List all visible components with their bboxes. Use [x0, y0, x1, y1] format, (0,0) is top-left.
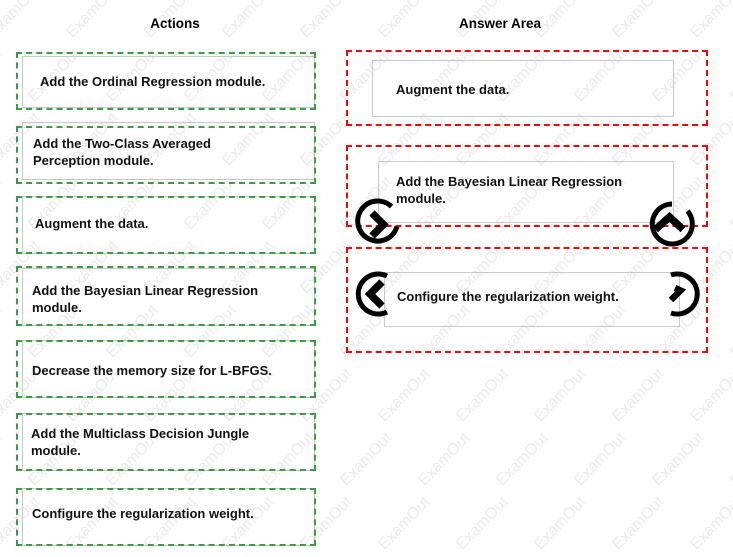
- watermark-text: ExamOut: [337, 429, 396, 490]
- watermark-text: ExamOut: [0, 173, 6, 234]
- watermark-text: ExamOut: [415, 429, 474, 490]
- watermark-text: ExamOut: [297, 0, 356, 42]
- watermark-text: ExamOut: [609, 493, 668, 554]
- watermark-text: ExamOut: [687, 493, 733, 554]
- watermark-text: ExamOut: [727, 429, 733, 490]
- action-tile-label: Augment the data.: [35, 216, 149, 231]
- action-tile-selection-outline[interactable]: [16, 340, 316, 398]
- answer-area-column-header: Answer Area: [458, 16, 542, 31]
- watermark-text: ExamOut: [375, 365, 434, 426]
- action-tile-label: Add the Bayesian Linear Regression modul…: [32, 283, 259, 315]
- watermark-text: ExamOut: [727, 173, 733, 234]
- action-tile-label: Add the Ordinal Regression module.: [40, 74, 266, 89]
- watermark-text: ExamOut: [687, 0, 733, 42]
- watermark-text: ExamOut: [0, 429, 6, 490]
- watermark-text: ExamOut: [609, 0, 668, 42]
- answer-tile-box[interactable]: [378, 161, 674, 223]
- action-tile-label: Configure the regularization weight.: [32, 506, 254, 521]
- chevron-small-circle-icon: [657, 266, 709, 322]
- answer-tile-label: Augment the data.: [396, 82, 510, 97]
- watermark-text: ExamOut: [453, 365, 512, 426]
- watermark-text: ExamOut: [531, 493, 590, 554]
- action-tile-label: Decrease the memory size for L-BFGS.: [32, 363, 272, 378]
- watermark-text: ExamOut: [0, 301, 6, 362]
- watermark-text: ExamOut: [571, 429, 630, 490]
- watermark-text: ExamOut: [531, 365, 590, 426]
- watermark-text: ExamOut: [727, 301, 733, 362]
- action-tile-label: Add the Two-Class Averaged Perception mo…: [33, 136, 211, 168]
- answer-tile-label: Configure the regularization weight.: [397, 289, 619, 304]
- action-tile-selection-outline[interactable]: [16, 266, 316, 326]
- action-tile-selection-outline[interactable]: [16, 413, 316, 471]
- chevron-right-circle-icon: [350, 196, 406, 252]
- action-tile-selection-outline[interactable]: [16, 52, 316, 110]
- chevron-up-circle-icon: [642, 196, 698, 252]
- watermark-text: ExamOut: [609, 365, 668, 426]
- watermark-text: ExamOut: [649, 429, 708, 490]
- actions-column-header: Actions: [150, 16, 200, 31]
- action-tile-label: Add the Multiclass Decision Jungle modul…: [31, 426, 250, 458]
- watermark-text: ExamOut: [375, 493, 434, 554]
- watermark-text: ExamOut: [0, 45, 6, 106]
- answer-slot-dropzone[interactable]: [346, 50, 708, 126]
- watermark-text: ExamOut: [453, 493, 512, 554]
- watermark-text: ExamOut: [0, 0, 44, 42]
- answer-tile-box[interactable]: [384, 272, 680, 327]
- answer-tile-label: Add the Bayesian Linear Regression modul…: [396, 174, 623, 206]
- action-tile-selection-outline[interactable]: [16, 488, 316, 546]
- answer-tile-box[interactable]: [372, 60, 674, 117]
- answer-slot-dropzone[interactable]: [346, 247, 708, 353]
- action-tile-selection-outline[interactable]: [16, 196, 316, 254]
- action-tile-selection-outline[interactable]: [16, 126, 316, 184]
- watermark-text: ExamOut: [727, 45, 733, 106]
- watermark-text: ExamOut: [493, 429, 552, 490]
- chevron-left-circle-icon: [351, 266, 407, 322]
- answer-slot-dropzone[interactable]: [346, 145, 708, 227]
- watermark-text: ExamOut: [687, 365, 733, 426]
